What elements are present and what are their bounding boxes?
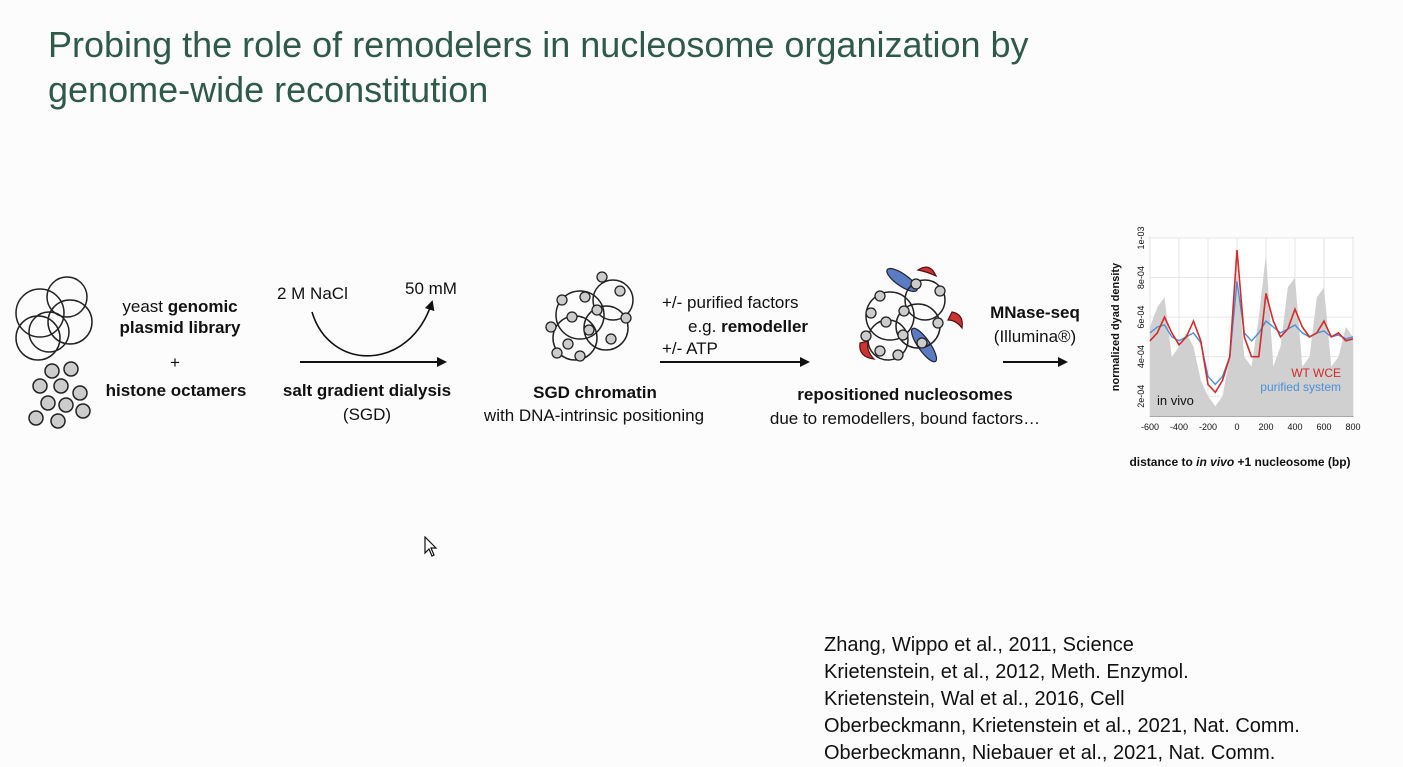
legend-wt-wce: WT WCE <box>1291 366 1341 380</box>
sgd-chromatin-label: SGD chromatin <box>533 383 657 402</box>
y-tick-label: 1e-03 <box>1136 226 1146 249</box>
mouse-cursor-icon <box>424 536 438 557</box>
plasmid-library-label: yeast genomic plasmid library <box>110 296 250 338</box>
series-in-vivo <box>1150 253 1353 416</box>
references-list: Zhang, Wippo et al., 2011, Science Kriet… <box>824 632 1300 767</box>
reference-item: Zhang, Wippo et al., 2011, Science <box>824 634 1134 656</box>
x-tick-label: 0 <box>1234 422 1239 432</box>
sgd-chromatin-sub: with DNA-intrinsic positioning <box>483 406 705 425</box>
factors-line-2-pre: e.g. <box>688 317 717 336</box>
histone-octamers-icon <box>28 361 91 429</box>
factors-line-2-bold: remodeller <box>721 317 809 336</box>
plasmid-bold: genomic <box>167 297 238 316</box>
title-line-1: Probing the role of remodelers in nucleo… <box>48 24 1029 65</box>
factors-line-2: e.g. remodeller <box>688 316 808 337</box>
repositioned-sub: due to remodellers, bound factors… <box>769 409 1041 428</box>
series-wt-wce <box>1149 249 1354 394</box>
series-purified-system <box>1149 281 1354 386</box>
x-axis-label-pre: distance to <box>1129 455 1192 469</box>
x-axis-label-post: +1 nucleosome (bp) <box>1238 455 1351 469</box>
x-tick-label: -600 <box>1141 422 1159 432</box>
reference-item: Krietenstein, et al., 2012, Meth. Enzymo… <box>824 661 1189 683</box>
mnase-label: MNase-seq <box>990 303 1080 322</box>
end-salt-label: 50 mM <box>405 279 457 298</box>
y-tick-label: 8e-04 <box>1136 266 1146 289</box>
factors-line-1: +/- purified factors <box>662 293 799 312</box>
sgd-label: salt gradient dialysis <box>282 381 452 400</box>
y-tick-label: 2e-04 <box>1136 385 1146 408</box>
x-tick-label: 800 <box>1345 422 1360 432</box>
slide-title: Probing the role of remodelers in nucleo… <box>48 22 1248 112</box>
sgd-abbr: (SGD) <box>342 405 392 424</box>
x-tick-label: 200 <box>1258 422 1273 432</box>
x-tick-label: 400 <box>1287 422 1302 432</box>
y-tick-label: 6e-04 <box>1136 306 1146 329</box>
dialysis-arrow-icon <box>300 300 447 367</box>
plasmid-pre: yeast <box>122 297 163 316</box>
title-line-2: genome-wide reconstitution <box>48 69 489 110</box>
dyad-density-chart: -600 -400 -200 0 200 400 600 800 2e-04 4e-04 6e-0… <box>1110 226 1361 469</box>
plus-sign: + <box>170 353 180 372</box>
x-axis-label-italic: in vivo <box>1196 455 1234 469</box>
y-tick-label: 4e-04 <box>1136 345 1146 368</box>
start-salt-label: 2 M NaCl <box>277 284 348 303</box>
factors-line-3: +/- ATP <box>662 339 718 358</box>
annotation-in-vivo: in vivo <box>1157 393 1194 408</box>
repositioned-nucleosomes-icon <box>859 266 963 363</box>
reference-item: Krietenstein, Wal et al., 2016, Cell <box>824 688 1125 710</box>
histone-octamers-label: histone octamers <box>105 381 247 400</box>
y-axis-label: normalized dyad density <box>1110 262 1122 391</box>
plasmid-line2: plasmid library <box>119 318 241 337</box>
x-tick-label: 600 <box>1316 422 1331 432</box>
plasmid-circles-icon <box>15 276 93 361</box>
repositioned-label: repositioned nucleosomes <box>797 385 1013 404</box>
sgd-chromatin-icon <box>545 271 634 362</box>
reference-item: Oberbeckmann, Niebauer et al., 2021, Nat… <box>824 742 1276 764</box>
x-tick-label: -200 <box>1199 422 1217 432</box>
x-axis-label: distance to in vivo +1 nucleosome (bp) <box>1129 455 1350 469</box>
mnase-sub: (Illumina®) <box>993 327 1077 346</box>
legend-purified-system: purified system <box>1260 380 1341 394</box>
reference-item: Oberbeckmann, Krietenstein et al., 2021,… <box>824 715 1300 737</box>
x-tick-label: -400 <box>1170 422 1188 432</box>
